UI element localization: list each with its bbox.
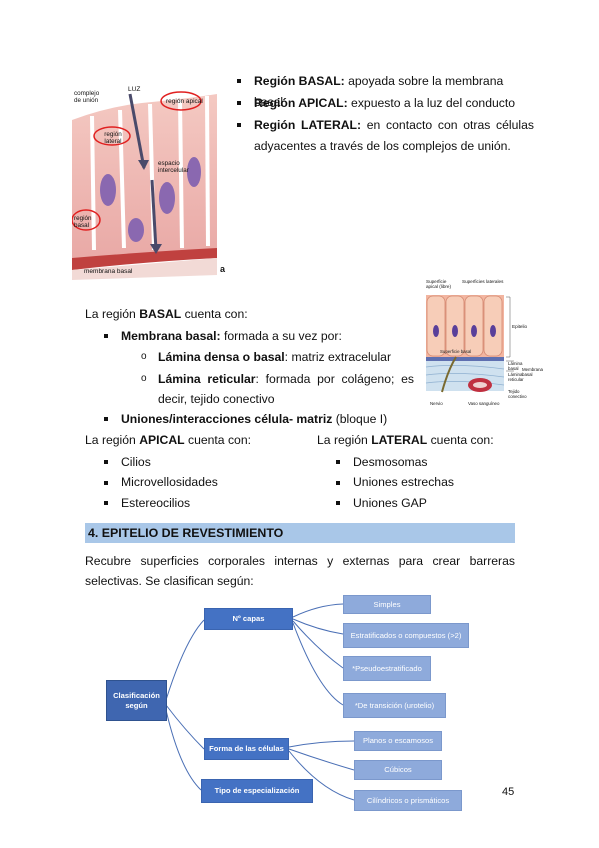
bullet (336, 481, 340, 485)
region-apical-text: expuesto a la luz del conducto (347, 96, 516, 110)
diagram-forma: Forma de las células (204, 738, 289, 760)
apical-item: Microvellosidades (121, 475, 218, 489)
basal-intro-bold: BASAL (139, 307, 182, 321)
lamina-reticular-bold: Lámina reticular (158, 372, 256, 386)
diagram-capas: Nº capas (204, 608, 293, 630)
bullet (104, 501, 108, 505)
apical-intro-pre: La región (85, 433, 140, 447)
uniones-bold: Uniones/interacciones célula- matriz (121, 412, 333, 426)
label-membrana-basal: membrana basal (84, 268, 133, 275)
region-lateral-line2: adyacentes a través de los complejos de … (254, 139, 511, 153)
basal-intro: La región BASAL cuenta con: (85, 304, 248, 325)
basal-intro-post: cuenta con: (181, 307, 248, 321)
bullet (104, 334, 108, 338)
label-sup-laterales: Superficies laterales (462, 279, 504, 284)
epithelium-drawing (71, 91, 217, 280)
region-basal-line: Región BASAL: apoyada sobre la membrana … (254, 71, 534, 113)
region-basal-text: apoyada sobre la membrana basal (254, 74, 504, 109)
region-apical-line: Región APICAL: expuesto a la luz del con… (254, 93, 534, 114)
label-letter-a: a (220, 264, 226, 274)
label-region-basal: región basal (74, 215, 92, 229)
lamina-reticular-item: Lámina reticular: formada por colágeno; … (158, 369, 414, 390)
label-luz: LUZ (128, 86, 141, 93)
region-lateral-text: en contacto con otras células (361, 118, 534, 132)
label-region-apical: región apical (166, 98, 203, 105)
label-epitelio: Epitelio (512, 324, 528, 329)
label-sup-basal: Superficie basal (440, 349, 472, 354)
membrana-basal-item: Membrana basal: formada a su vez por: (121, 326, 342, 347)
diagram-pseudo: *Pseudoestratificado (343, 656, 431, 681)
label-vaso: Vaso sanguíneo (468, 401, 500, 406)
bullet (237, 123, 241, 127)
lamina-densa-text: : matriz extracelular (284, 350, 392, 364)
diagram-cilindricos: Cilíndricos o prismáticos (354, 790, 462, 811)
bullet (104, 481, 108, 485)
lateral-intro-post: cuenta con: (427, 433, 494, 447)
bullet (104, 417, 108, 421)
lateral-intro-bold: LATERAL (371, 433, 428, 447)
apical-intro-post: cuenta con: (184, 433, 251, 447)
section-paragraph-line2: selectivas. Se clasifican según: (85, 574, 254, 588)
lamina-reticular-line2: decir, tejido conectivo (158, 392, 275, 406)
epithelium-illustration: complejo de unión LUZ región apical regi… (71, 80, 232, 280)
section-paragraph-line1: Recubre superficies corporales internas … (85, 554, 515, 568)
label-region-lateral: región lateral (104, 131, 122, 145)
apical-intro: La región APICAL cuenta con: (85, 430, 251, 451)
lateral-item: Uniones estrechas (353, 475, 454, 489)
bullet-circle: o (141, 373, 147, 384)
region-basal-bold: Región BASAL: (254, 74, 345, 88)
lateral-item: Uniones GAP (353, 496, 427, 510)
diagram-tipo: Tipo de especialización (201, 779, 313, 803)
diagram-cubicos: Cúbicos (354, 760, 442, 780)
basal-intro-pre: La región (85, 307, 140, 321)
label-sup-apical: Superficie apical (libre) (426, 279, 452, 289)
label-lamina-basal: Lámina basal (508, 361, 523, 371)
region-lateral-bold: Región LATERAL: (254, 118, 362, 132)
label-espacio: espacio intercelular (158, 160, 189, 174)
page-number: 45 (502, 786, 515, 798)
label-tejido: Tejido conectivo (508, 389, 527, 399)
bullet (237, 101, 241, 105)
lateral-item: Desmosomas (353, 455, 428, 469)
section-heading: 4. EPITELIO DE REVESTIMIENTO (85, 523, 515, 543)
lamina-densa-bold: Lámina densa o basal (158, 350, 285, 364)
region-lateral-line: Región LATERAL: en contacto con otras cé… (254, 115, 534, 136)
label-lamina-reticular: Lámina reticular (508, 372, 524, 382)
lamina-densa-item: Lámina densa o basal: matriz extracelula… (158, 347, 391, 368)
lamina-reticular-text: : formada por colágeno; es (255, 372, 415, 386)
membrane-illustration: Superficie apical (libre) Superficies la… (418, 275, 543, 410)
lateral-intro-pre: La región (317, 433, 372, 447)
apical-intro-bold: APICAL (139, 433, 185, 447)
bullet (336, 501, 340, 505)
membrane-drawing (425, 295, 514, 393)
membrana-basal-text: formada a su vez por: (220, 329, 342, 343)
diagram-transicion: *De transición (urotelio) (343, 693, 446, 718)
label-complejo: complejo de unión (74, 90, 100, 104)
bullet (336, 460, 340, 464)
lateral-intro: La región LATERAL cuenta con: (317, 430, 494, 451)
diagram-root: Clasificación según (106, 680, 167, 721)
label-nervio: Nervio (430, 401, 443, 406)
diagram-estratificados: Estratificados o compuestos (>2) (343, 623, 469, 648)
bullet (104, 460, 108, 464)
apical-item: Estereocilios (121, 496, 191, 510)
label-membrana-basal-2: Membrana basal (522, 367, 543, 377)
diagram-planos: Planos o escamosos (354, 731, 442, 751)
membrana-basal-bold: Membrana basal: (121, 329, 221, 343)
uniones-item: Uniones/interacciones célula- matriz (bl… (121, 409, 387, 430)
bullet-circle: o (141, 351, 147, 362)
uniones-text: (bloque I) (332, 412, 388, 426)
apical-item: Cilios (121, 455, 151, 469)
bullet (237, 79, 241, 83)
region-apical-bold: Región APICAL: (254, 96, 348, 110)
diagram-simples: Simples (343, 595, 431, 614)
